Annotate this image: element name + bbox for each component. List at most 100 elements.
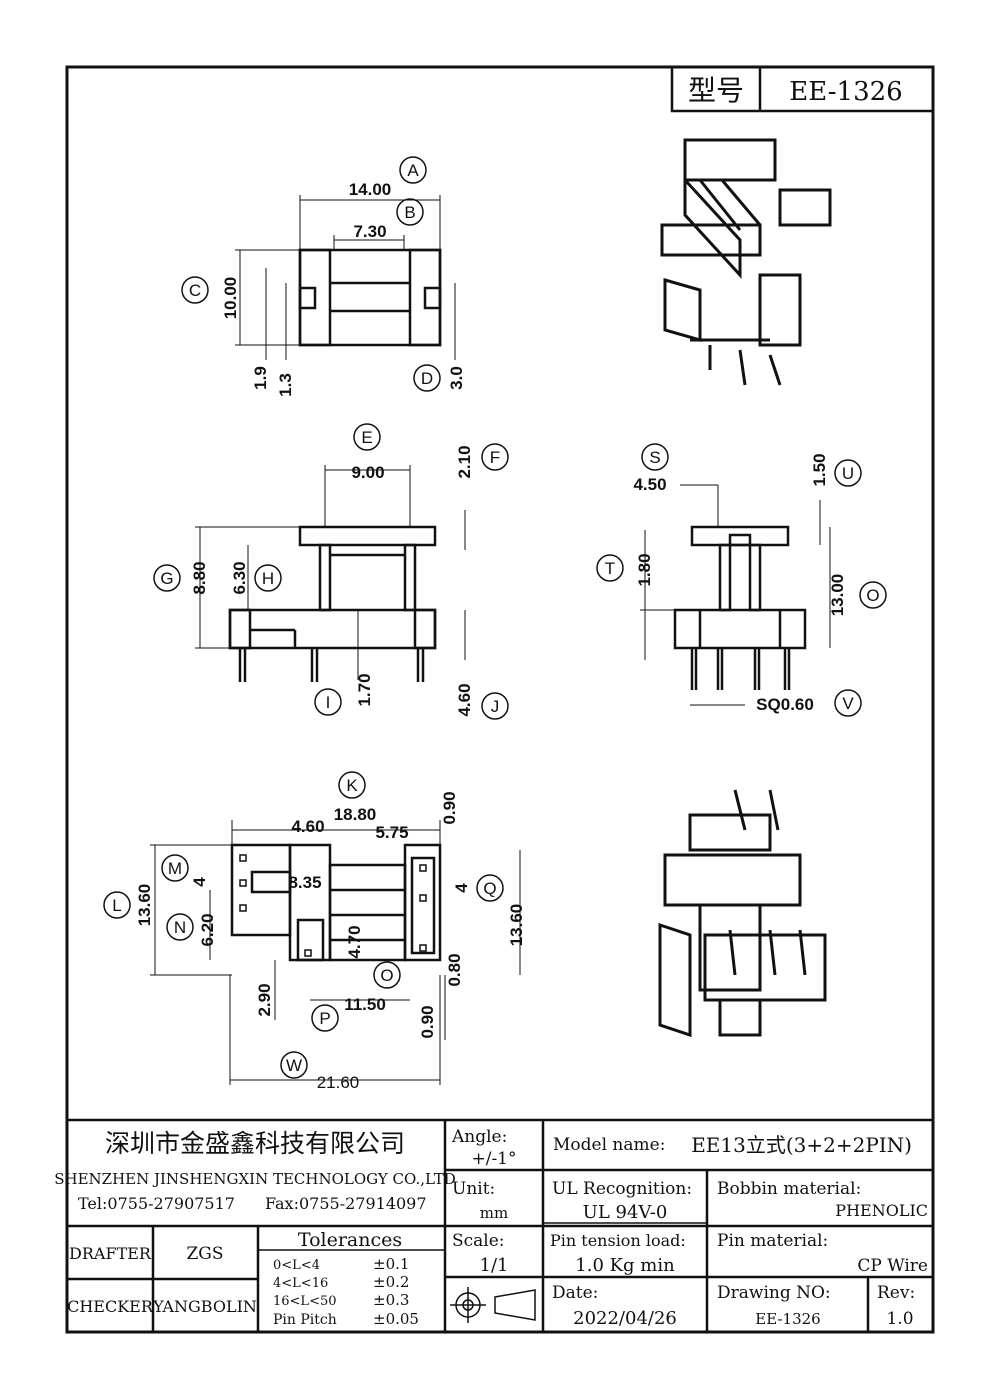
pin-tension-value: 1.0 Kg min: [575, 1255, 675, 1276]
dim-q: 4: [452, 883, 471, 893]
dim-k: 18.80: [334, 805, 377, 824]
svg-text:O: O: [380, 966, 393, 985]
svg-text:U: U: [842, 464, 854, 483]
checker-value: YANGBOLIN: [152, 1297, 257, 1316]
dim-b: 7.30: [353, 222, 386, 241]
front-view: [195, 465, 466, 682]
top-view: [235, 195, 456, 360]
dim-w: 21.60: [317, 1073, 360, 1092]
ul-value: UL 94V-0: [583, 1202, 668, 1223]
callout-c: C: [189, 281, 201, 300]
dim-h: 6.30: [230, 561, 249, 594]
pin-material-value: CP Wire: [857, 1256, 928, 1276]
rev-label: Rev:: [877, 1283, 915, 1303]
svg-text:J: J: [491, 697, 500, 716]
model-label: 型号: [688, 74, 744, 107]
scale-label: Scale:: [452, 1231, 505, 1251]
dim-s: 4.50: [633, 475, 666, 494]
callout-b: B: [404, 203, 415, 222]
model-header: 型号 EE-1326: [670, 65, 935, 113]
dim-p: 11.50: [344, 995, 386, 1014]
dim-0-80: 0.80: [445, 953, 464, 986]
svg-text:G: G: [160, 569, 173, 588]
company-tel: Tel:0755-27907517: [78, 1194, 235, 1213]
bobbin-value: PHENOLIC: [835, 1201, 928, 1220]
svg-text:V: V: [842, 694, 854, 713]
callouts-bottom: [103, 771, 504, 1079]
dim-a: 14.00: [349, 180, 392, 199]
projection-symbol-icon: [450, 1287, 536, 1323]
callout-d: D: [421, 369, 433, 388]
isometric-top-view: [660, 138, 832, 386]
pin-tension-label: Pin tension load:: [550, 1231, 686, 1250]
svg-text:W: W: [286, 1056, 302, 1075]
drawing-no-label: Drawing NO:: [717, 1283, 831, 1303]
angle-value: +/-1°: [471, 1149, 516, 1169]
tolerance-range-3: Pin Pitch: [273, 1312, 337, 1328]
dim-2-90: 2.90: [255, 983, 274, 1016]
svg-text:T: T: [605, 559, 615, 578]
svg-text:O: O: [866, 586, 879, 605]
tolerance-value-3: ±0.05: [373, 1310, 419, 1328]
tolerance-value-1: ±0.2: [373, 1273, 409, 1291]
callouts-front: [153, 423, 509, 720]
svg-text:P: P: [319, 1009, 330, 1028]
company-name-en: SHENZHEN JINSHENGXIN TECHNOLOGY CO.,LTD: [54, 1170, 456, 1188]
callout-a: A: [407, 161, 419, 180]
title-block-grid: [67, 1118, 933, 1332]
model-name-value: EE13立式(3+2+2PIN): [691, 1133, 912, 1157]
svg-text:I: I: [326, 693, 331, 712]
dim-5-75: 5.75: [375, 823, 408, 842]
tolerance-range-2: 16<L<50: [273, 1294, 337, 1309]
tolerance-value-0: ±0.1: [373, 1255, 409, 1273]
dim-1-3: 1.3: [276, 373, 295, 397]
dim-m: 4: [190, 877, 209, 887]
dim-t: 1.80: [635, 553, 654, 586]
model-value: EE-1326: [789, 77, 902, 107]
dim-f: 2.10: [455, 445, 474, 478]
drawing-no-value: EE-1326: [755, 1310, 820, 1328]
dim-j: 4.60: [455, 683, 474, 716]
dim-u: 1.50: [810, 453, 829, 486]
model-name-label: Model name:: [553, 1135, 665, 1155]
svg-text:F: F: [490, 448, 500, 467]
svg-text:Q: Q: [483, 879, 496, 898]
isometric-bottom-view: [658, 789, 827, 1038]
dim-v: SQ0.60: [756, 695, 814, 714]
tolerance-range-1: 4<L<16: [273, 1276, 328, 1291]
side-view: [640, 484, 831, 706]
dim-4-70: 4.70: [345, 925, 364, 958]
dim-g: 8.80: [190, 561, 209, 594]
angle-label: Angle:: [451, 1127, 507, 1147]
checker-label: CHECKER: [67, 1297, 154, 1316]
dim-0-90-top: 0.90: [440, 791, 459, 824]
dim-1-9: 1.9: [251, 366, 270, 390]
dim-n: 6.20: [198, 913, 217, 946]
dim-c: 10.00: [221, 277, 240, 320]
dim-8-35: 8.35: [288, 873, 321, 892]
dim-d: 3.0: [447, 366, 466, 390]
drafter-value: ZGS: [186, 1244, 223, 1264]
svg-text:H: H: [262, 569, 274, 588]
tolerances-title: Tolerances: [298, 1229, 402, 1251]
date-value: 2022/04/26: [573, 1308, 677, 1329]
svg-text:L: L: [112, 896, 121, 915]
sheet-border: [65, 65, 935, 1334]
dim-0-90-bottom: 0.90: [418, 1005, 437, 1038]
dim-e: 9.00: [351, 463, 384, 482]
scale-value: 1/1: [480, 1255, 509, 1276]
company-fax: Fax:0755-27914097: [265, 1194, 427, 1213]
unit-label: Unit:: [452, 1179, 495, 1199]
rev-value: 1.0: [886, 1309, 913, 1329]
svg-text:S: S: [649, 448, 660, 467]
date-label: Date:: [552, 1283, 598, 1303]
callouts-side: [596, 443, 887, 717]
drafter-label: DRAFTER: [69, 1244, 152, 1263]
svg-text:E: E: [361, 428, 372, 447]
dim-i: 1.70: [355, 673, 374, 706]
svg-text:M: M: [168, 859, 182, 878]
pin-material-label: Pin material:: [717, 1231, 828, 1251]
callouts-top: [181, 156, 441, 392]
unit-value: mm: [480, 1204, 508, 1222]
